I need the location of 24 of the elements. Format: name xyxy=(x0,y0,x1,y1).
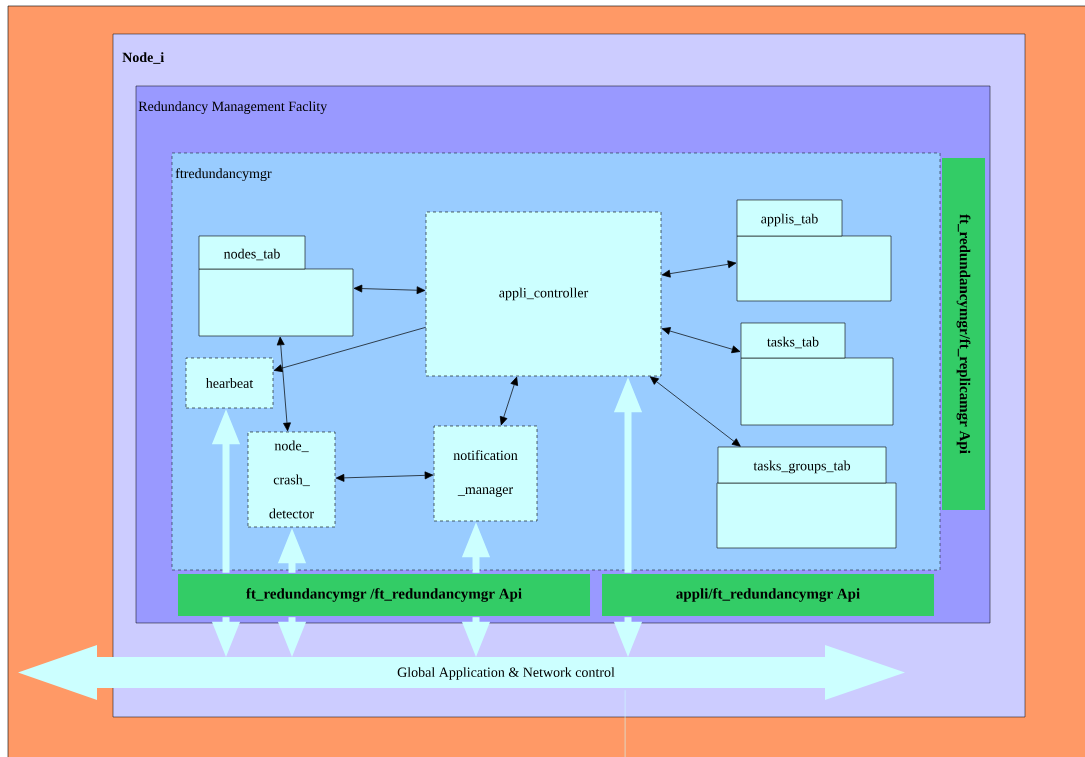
node-label: tasks_tab xyxy=(767,336,819,349)
api-bar: ft_redundancymgr /ft_redundancymgr Api xyxy=(178,574,590,616)
arrow xyxy=(661,327,741,354)
api-bar: appli/ft_redundancymgr Api xyxy=(602,574,934,616)
table-folder: tasks_groups_tab xyxy=(716,446,897,549)
arrow xyxy=(650,376,741,447)
table-folder: applis_tab xyxy=(736,199,892,302)
arrow xyxy=(335,471,434,482)
connector-line xyxy=(624,689,626,757)
module-box: node_ crash_ detector xyxy=(247,431,336,528)
arrow xyxy=(499,376,518,426)
module-box: hearbeat xyxy=(185,357,274,409)
arrow xyxy=(661,260,737,278)
arrow xyxy=(273,326,427,373)
module-box: notification _manager xyxy=(433,425,538,522)
arrow xyxy=(353,284,426,295)
table-folder: tasks_tab xyxy=(740,322,894,426)
node-label: tasks_groups_tab xyxy=(753,460,851,474)
api-bar: ft_redundancymgr/ft_replicamgr Api xyxy=(942,158,985,510)
node-label: applis_tab xyxy=(761,213,818,227)
arrow xyxy=(276,336,291,432)
module-box: appli_controller xyxy=(425,211,662,377)
node-label: nodes_tab xyxy=(223,248,280,261)
table-folder: nodes_tab xyxy=(198,235,354,337)
